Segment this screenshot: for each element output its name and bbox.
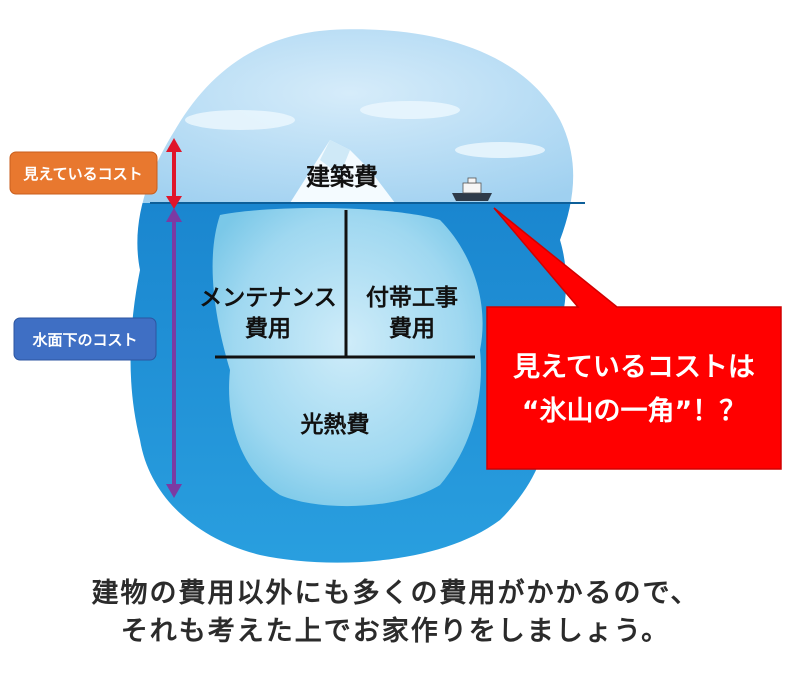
caption-line2: それも考えた上でお家作りをしましょう。 <box>120 616 671 647</box>
cloud <box>455 142 545 158</box>
visible-cost-tag-label: 見えているコスト <box>22 165 142 183</box>
caption: 建物の費用以外にも多くの費用がかかるので、 それも考えた上でお家作りをしましょう… <box>0 575 791 651</box>
iceberg-tip <box>290 140 395 203</box>
cloud <box>360 101 460 119</box>
callout-line1: 見えているコストは <box>513 352 755 383</box>
underwater-cost-tag: 水面下のコスト <box>13 317 157 361</box>
ship-icon <box>452 177 492 201</box>
underwater-cost-arrow <box>166 208 182 498</box>
label-utilities: 光熱費 <box>300 412 370 438</box>
visible-cost-arrow <box>166 138 182 209</box>
callout-line2: “氷山の一角”！？ <box>522 395 747 427</box>
underwater-cost-tag-label: 水面下のコスト <box>32 331 137 349</box>
label-ancillary-line1: 付帯工事 <box>366 284 458 311</box>
label-maintenance-line2: 費用 <box>245 316 291 342</box>
caption-line1: 建物の費用以外にも多くの費用がかかるので、 <box>91 578 700 609</box>
callout-bubble: 見えているコストは “氷山の一角”！？ <box>486 207 782 470</box>
cloud <box>185 110 295 130</box>
label-ancillary-line2: 費用 <box>389 316 435 342</box>
label-construction-cost: 建築費 <box>306 163 378 191</box>
visible-cost-tag: 見えているコスト <box>9 151 158 195</box>
iceberg-tip-shade <box>320 140 350 175</box>
label-maintenance-line1: メンテナンス <box>199 285 337 311</box>
